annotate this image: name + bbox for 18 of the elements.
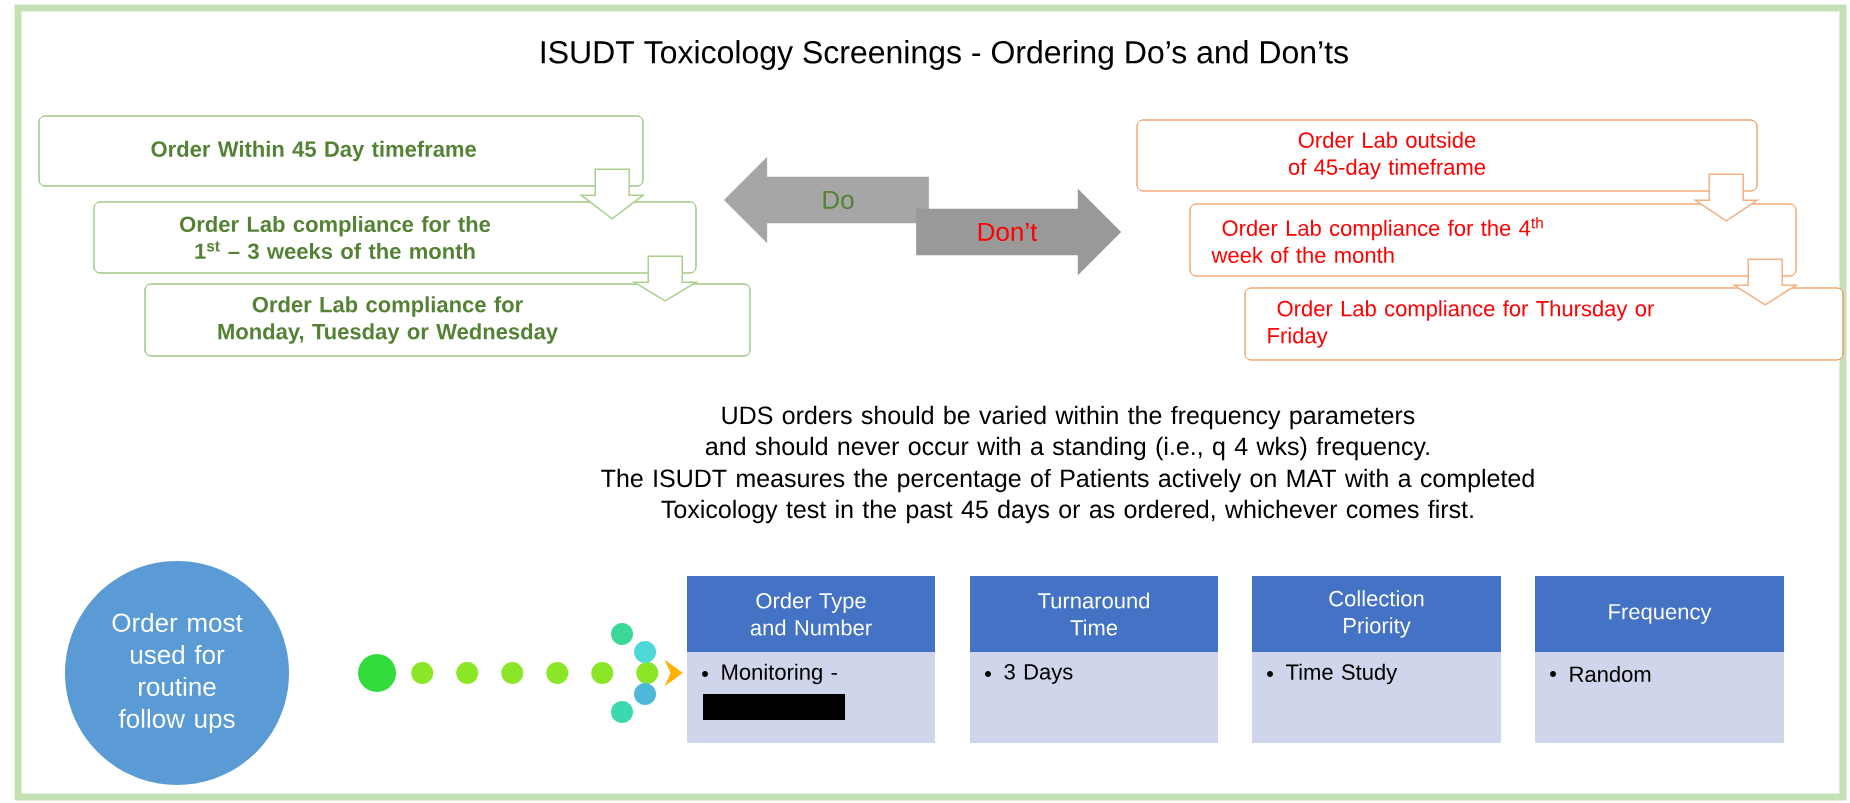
block-arrow <box>1731 258 1799 306</box>
note-text: UDS orders should be varied within the frequency parameters and should never occur with a standing (i.e., q 4 wks) frequency. <box>705 405 1429 461</box>
text-box: Order Lab outside of 45-day timeframe <box>1136 119 1758 192</box>
text-box: Order Lab compliance for the 1$^{st}$ – 3 weeks of the month <box>93 201 697 274</box>
table-column: Collection Priority Time Study <box>1252 576 1501 743</box>
note-text: The ISUDT measures the percentage of Patients actively on MAT with a completed Toxicology test in the past 45 days or as ordered, whichever comes first. <box>601 468 1534 524</box>
block-arrow <box>631 255 699 302</box>
table-column: Order Type and Number Monitoring - <box>687 576 935 743</box>
block-arrow <box>1692 173 1760 222</box>
text-box: Order Lab compliance for Monday, Tuesday or Wednesday <box>144 283 751 357</box>
dotted-arrow <box>358 623 683 723</box>
block-arrow <box>579 168 646 220</box>
text-box: Order Within 45 Day timeframe <box>38 115 644 187</box>
table-column: Turnaround Time 3 Days <box>970 576 1218 743</box>
text-box: Order Lab compliance for Thursday or Friday <box>1244 287 1844 361</box>
title: ISUDT Toxicology Screenings - Ordering Do’s and Don’ts <box>541 40 1348 70</box>
table-column: Frequency Random <box>1535 576 1784 743</box>
text-box: Order Lab compliance for the 4$^{th}$ week of the month <box>1189 203 1797 277</box>
